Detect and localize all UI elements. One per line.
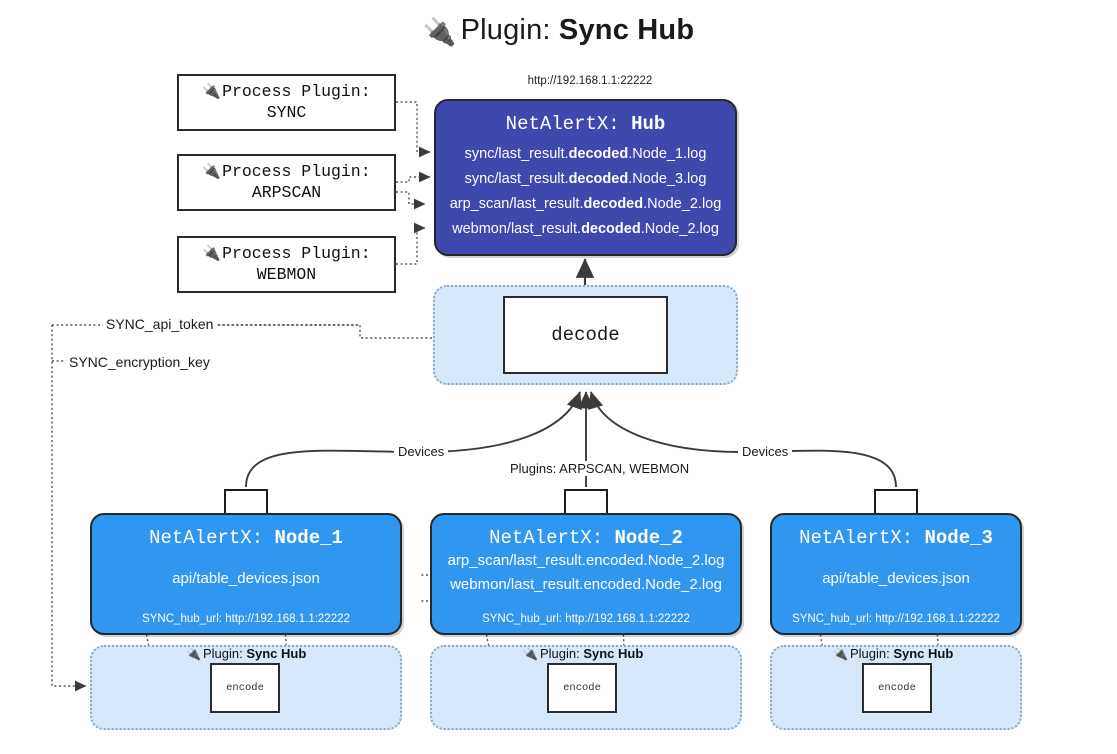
plug-icon: 🔌 — [833, 647, 848, 661]
sync-hub-container-node-3 — [770, 645, 1022, 730]
process-plugin-sync[interactable]: 🔌Process Plugin: SYNC — [177, 74, 396, 131]
process-plugin-line1: 🔌Process Plugin: — [202, 161, 371, 181]
page-title: 🔌Plugin: Sync Hub — [0, 14, 1117, 48]
decode-box[interactable]: decode — [503, 296, 668, 374]
hub-title: NetAlertX: Hub — [505, 113, 666, 135]
encode-box-node-1[interactable]: encode — [210, 663, 280, 713]
process-plugin-name: SYNC — [266, 102, 307, 122]
plug-icon: 🔌 — [202, 161, 222, 180]
title-name: Sync Hub — [558, 14, 695, 46]
node-resource-line: webmon/last_result.encoded.Node_2.log — [450, 576, 722, 594]
plug-icon: 🔌 — [523, 647, 538, 661]
plug-icon: 🔌 — [186, 647, 201, 661]
sync-hub-label: 🔌Plugin: Sync Hub — [523, 646, 644, 661]
env-label-encryption-key: SYNC_encryption_key — [66, 354, 213, 370]
edge-label-devices-right: Devices — [738, 444, 793, 459]
plug-icon: 🔌 — [202, 243, 222, 262]
node-hub-url-label: SYNC_hub_url: http://192.168.1.1:22222 — [792, 613, 1000, 625]
node-resource-line: api/table_devices.json — [172, 570, 320, 587]
process-plugin-line1: 🔌Process Plugin: — [202, 81, 371, 101]
process-plugin-name: ARPSCAN — [251, 182, 322, 202]
node-hub-url-label: SYNC_hub_url: http://192.168.1.1:22222 — [482, 613, 690, 625]
process-plugin-line1: 🔌Process Plugin: — [202, 243, 371, 263]
plug-icon: 🔌 — [422, 17, 457, 47]
process-plugin-name: WEBMON — [256, 264, 317, 284]
node-card-node-3[interactable]: NetAlertX: Node_3 api/table_devices.json… — [770, 513, 1022, 635]
process-plugin-webmon[interactable]: 🔌Process Plugin: WEBMON — [177, 236, 396, 293]
plug-icon: 🔌 — [202, 81, 222, 100]
process-plugin-arpscan[interactable]: 🔌Process Plugin: ARPSCAN — [177, 154, 396, 211]
node-title: NetAlertX: Node_3 — [799, 527, 993, 549]
node-title: NetAlertX: Node_1 — [149, 527, 343, 549]
node-title: NetAlertX: Node_2 — [489, 527, 683, 549]
title-prefix: Plugin: — [460, 14, 559, 46]
encode-box-node-3[interactable]: encode — [862, 663, 932, 713]
hub-log-line: webmon/last_result.decoded.Node_2.log — [452, 220, 719, 237]
node-resource-line: api/table_devices.json — [822, 570, 970, 587]
sync-hub-label: 🔌Plugin: Sync Hub — [186, 646, 307, 661]
env-label-api-token: SYNC_api_token — [103, 316, 217, 332]
edge-label-plugins: Plugins: ARPSCAN, WEBMON — [506, 461, 694, 476]
node-resource-line: arp_scan/last_result.encoded.Node_2.log — [447, 552, 725, 569]
sync-hub-label: 🔌Plugin: Sync Hub — [833, 646, 954, 661]
encode-box-node-2[interactable]: encode — [547, 663, 617, 713]
hub-url-label: http://192.168.1.1:22222 — [527, 75, 653, 87]
hub-log-line: sync/last_result.decoded.Node_3.log — [464, 170, 707, 187]
hub-card[interactable]: NetAlertX: Hub sync/last_result.decoded.… — [434, 99, 737, 256]
hub-log-line: sync/last_result.decoded.Node_1.log — [464, 146, 707, 162]
node-hub-url-label: SYNC_hub_url: http://192.168.1.1:22222 — [142, 613, 350, 625]
edge-label-devices-left: Devices — [394, 444, 449, 459]
node-card-node-1[interactable]: NetAlertX: Node_1 api/table_devices.json… — [90, 513, 402, 635]
node-card-node-2[interactable]: NetAlertX: Node_2 arp_scan/last_result.e… — [430, 513, 742, 635]
hub-log-line: arp_scan/last_result.decoded.Node_2.log — [449, 195, 722, 212]
